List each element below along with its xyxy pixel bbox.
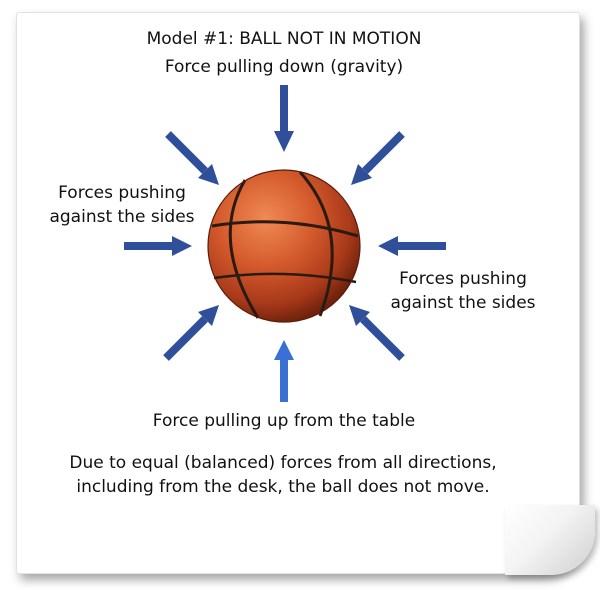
arrow-left-icon <box>124 236 192 256</box>
arrow-bottom-left-icon <box>163 305 219 361</box>
page-curl <box>505 505 595 575</box>
diagram-title: Model #1: BALL NOT IN MOTION <box>146 29 422 49</box>
label-left-line1: Forces pushing <box>58 183 186 203</box>
label-left-line2: against the sides <box>49 207 195 227</box>
caption-line2: including from the desk, the ball does n… <box>76 477 490 497</box>
arrow-top-left-icon <box>165 131 219 185</box>
arrow-right-icon <box>378 236 446 256</box>
label-table-force: Force pulling up from the table <box>152 411 416 431</box>
label-gravity: Force pulling down (gravity) <box>164 57 404 77</box>
arrow-bottom-right-icon <box>349 305 405 361</box>
arrow-top-right-icon <box>351 131 405 185</box>
label-right-line1: Forces pushing <box>399 269 527 289</box>
arrow-top-icon <box>274 85 294 152</box>
basketball-icon <box>207 169 361 323</box>
label-right-line2: against the sides <box>390 293 536 313</box>
caption-line1: Due to equal (balanced) forces from all … <box>69 453 497 473</box>
arrow-bottom-icon <box>274 340 294 402</box>
